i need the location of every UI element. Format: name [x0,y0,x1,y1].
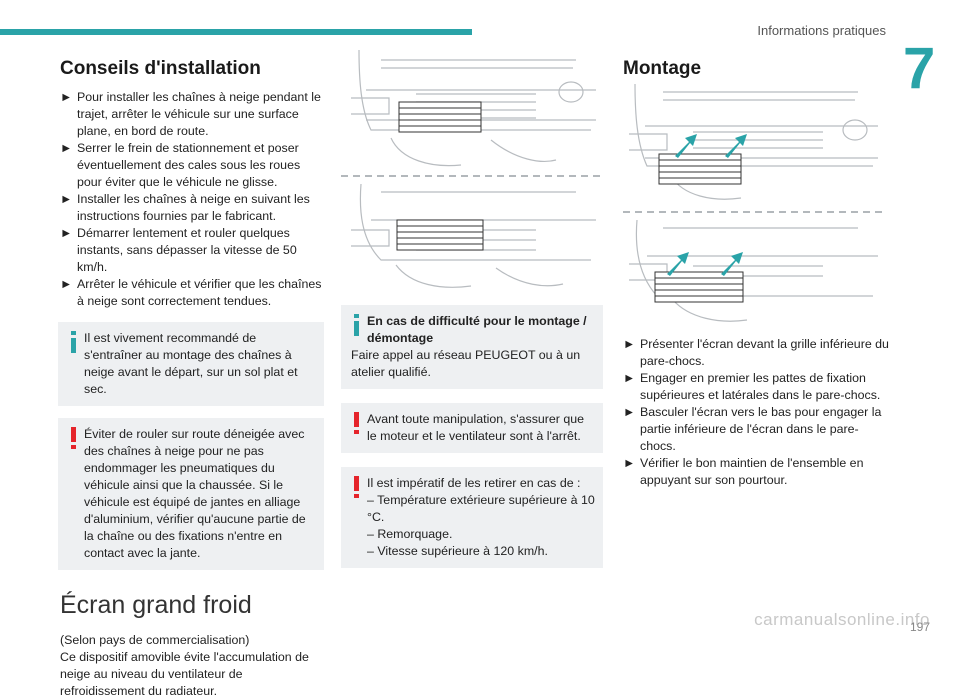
screen-top [398,101,482,133]
bullet-arrow-icon: ► [60,90,73,104]
mounting-screen-top [658,153,742,185]
info-box-training: Il est vivement recommandé de s'entraîne… [58,322,324,406]
bullet-arrow-icon: ► [623,371,636,385]
bullet-item: ► Vérifier le bon maintien de l'ensemble … [623,455,891,489]
mounting-screen-bottom [654,271,744,303]
bullet-arrow-icon: ► [623,337,636,351]
bullet-arrow-icon: ► [60,192,73,206]
warning-removal-list: – Température extérieure supérieure à 10… [351,492,595,560]
bullet-text: Basculer l'écran vers le bas pour engage… [640,405,882,453]
bullet-text: Arrêter le véhicule et vérifier que les … [77,277,322,308]
bullet-text: Engager en premier les pattes de fixatio… [640,371,881,402]
bullet-item: ► Serrer le frein de stationnement et pos… [60,140,322,191]
warning-removal-intro: Il est impératif de les retirer en cas d… [367,476,581,490]
middle-column: En cas de difficulté pour le montage / d… [341,305,603,568]
info-box-text: Il est vivement recommandé de s'entraîne… [84,331,298,396]
mounting-bottom-bumper [629,219,878,322]
installation-bullets: ► Pour installer les chaînes à neige pend… [60,89,322,310]
bullet-item: ► Pour installer les chaînes à neige pend… [60,89,322,140]
left-column: Conseils d'installation ► Pour installer … [58,57,324,700]
warning-engine-text: Avant toute manipulation, s'assurer que … [367,412,585,443]
mounting-heading: Montage [623,58,702,79]
mounting-arrows-bottom [667,252,743,276]
section-text-country: (Selon pays de commercialisation) [60,633,250,647]
warning-box-text: Éviter de rouler sur route déneigée avec… [84,427,306,560]
bullet-item: ► Installer les chaînes à neige en suivan… [60,191,322,225]
info-difficulty-text: Faire appel au réseau PEUGEOT ou à un at… [351,348,581,379]
section-text-description: Ce dispositif amovible évite l'accumulat… [60,650,309,698]
screen-bottom [396,219,484,251]
bullet-arrow-icon: ► [60,277,73,291]
section-title: Écran grand froid [60,591,252,619]
mounting-steps: ► Présenter l'écran devant la grille infé… [623,336,891,489]
mounting-illustration [623,84,885,322]
bullet-item: ► Engager en premier les pattes de fixati… [623,370,891,404]
chapter-number: 7 [903,36,936,101]
warning-removal-item: – Température extérieure supérieure à 10… [367,493,595,524]
bullet-text: Installer les chaînes à neige en suivant… [77,192,310,223]
bullet-arrow-icon: ► [60,226,73,240]
info-icon [350,314,364,336]
warning-icon [350,412,364,434]
warning-removal-item: – Remorquage. [367,527,453,541]
bullet-arrow-icon: ► [60,141,73,155]
grille-screen-illustration [341,50,603,288]
bullet-arrow-icon: ► [623,405,636,419]
bullet-item: ► Basculer l'écran vers le bas pour engag… [623,404,891,455]
warning-box-engine: Avant toute manipulation, s'assurer que … [341,403,603,453]
bullet-item: ► Présenter l'écran devant la grille infé… [623,336,891,370]
mounting-arrows-top [675,134,747,158]
header-title: Informations pratiques [757,23,886,38]
page-number: 197 [909,620,930,634]
mounting-bullets: ► Présenter l'écran devant la grille infé… [623,336,891,489]
bullet-item: ► Démarrer lentement et rouler quelques i… [60,225,322,276]
right-column: Montage [623,57,891,89]
warning-box-roads: Éviter de rouler sur route déneigée avec… [58,418,324,570]
header-accent-bar [0,29,472,35]
bullet-arrow-icon: ► [623,456,636,470]
bullet-text: Serrer le frein de stationnement et pose… [77,141,301,189]
bullet-text: Démarrer lentement et rouler quelques in… [77,226,297,274]
bullet-text: Pour installer les chaînes à neige penda… [77,90,321,138]
warning-icon [67,427,81,449]
warning-box-removal: Il est impératif de les retirer en cas d… [341,467,603,568]
warning-removal-item: – Vitesse supérieure à 120 km/h. [367,544,548,558]
bullet-text: Présenter l'écran devant la grille infér… [640,337,889,368]
bullet-item: ► Arrêter le véhicule et vérifier que les… [60,276,322,310]
watermark: carmanualsonline.info [754,610,930,629]
bullet-text: Vérifier le bon maintien de l'ensemble e… [640,456,864,487]
installation-heading: Conseils d'installation [60,58,261,79]
info-difficulty-title: En cas de difficulté pour le montage / d… [367,314,587,345]
info-box-difficulty: En cas de difficulté pour le montage / d… [341,305,603,389]
info-icon [67,331,81,353]
warning-icon [350,476,364,498]
